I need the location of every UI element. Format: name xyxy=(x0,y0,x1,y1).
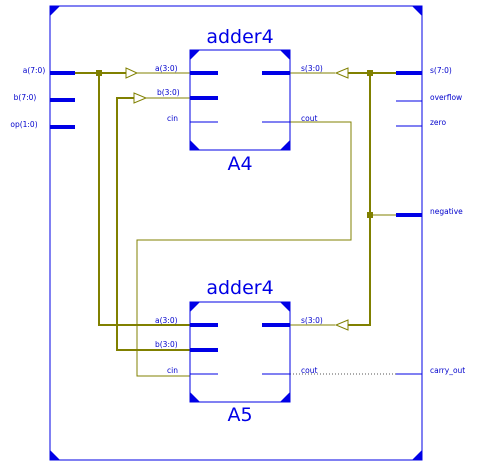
top-module[interactable] xyxy=(49,5,423,461)
input-label-op: op(1:0) xyxy=(10,120,37,129)
output-label-s: s(7:0) xyxy=(430,66,452,75)
instance-a5-port-a[interactable] xyxy=(190,323,218,327)
buffer-a-icon[interactable] xyxy=(125,67,139,79)
output-label-negative: negative xyxy=(430,207,463,216)
instance-a4-port-s-label: s(3:0) xyxy=(301,64,323,73)
instance-a4-corner-br xyxy=(280,140,290,150)
io-marker-negative[interactable] xyxy=(396,213,422,217)
junction-s xyxy=(367,70,373,76)
instance-a5-corner-tl xyxy=(190,302,200,312)
instance-a4-port-s[interactable] xyxy=(262,71,290,75)
instance-a5-type: adder4 xyxy=(206,277,273,299)
instance-a5-corner-tr xyxy=(280,302,290,312)
instance-a4-port-cout-label: cout xyxy=(301,114,317,123)
instance-a5[interactable]: adder4 a(3:0) b(3:0) cin s(3:0) cout A5 xyxy=(155,277,323,426)
instance-a5-port-s[interactable] xyxy=(262,323,290,327)
instance-a5-port-b-label: b(3:0) xyxy=(155,340,178,349)
junction-negative xyxy=(367,212,373,218)
instance-a4-corner-bl xyxy=(190,140,200,150)
net-s-bus-vertical[interactable] xyxy=(348,73,371,326)
net-b-bus-vertical[interactable] xyxy=(116,97,190,351)
instance-a4-port-b-label: b(3:0) xyxy=(157,88,180,97)
buffer-s-bottom-icon[interactable] xyxy=(334,319,349,331)
buffers xyxy=(125,67,349,331)
top-module-corner-tl xyxy=(50,6,60,16)
instance-a5-port-s-label: s(3:0) xyxy=(301,316,323,325)
top-module-border xyxy=(49,5,423,461)
output-label-overflow: overflow xyxy=(430,93,462,102)
io-marker-s[interactable] xyxy=(396,71,422,75)
instance-a5-corner-br xyxy=(280,392,290,402)
io-markers xyxy=(50,71,422,375)
net-carry-chain[interactable] xyxy=(136,121,352,377)
top-module-corner-br xyxy=(412,450,422,460)
instance-a4-corner-tr xyxy=(280,50,290,60)
instance-a4-port-a-label: a(3:0) xyxy=(155,64,178,73)
instance-a4-corner-tl xyxy=(190,50,200,60)
buffer-s-top-icon[interactable] xyxy=(334,67,349,79)
io-marker-a[interactable] xyxy=(50,71,75,75)
instance-a4[interactable]: adder4 a(3:0) b(3:0) cin s(3:0) cout A4 xyxy=(155,26,323,175)
instance-a5-name: A5 xyxy=(227,404,252,426)
top-module-corner-bl xyxy=(50,450,60,460)
instance-a4-name: A4 xyxy=(227,153,252,175)
instance-a4-type: adder4 xyxy=(206,26,273,48)
instance-a5-port-cin-label: cin xyxy=(167,366,178,375)
instance-a4-port-b[interactable] xyxy=(190,96,218,100)
junction-a xyxy=(96,70,102,76)
net-a-bus-vertical[interactable] xyxy=(98,73,190,326)
output-label-zero: zero xyxy=(430,118,446,127)
input-label-b: b(7:0) xyxy=(14,93,37,102)
buffer-b-icon[interactable] xyxy=(133,92,148,104)
output-label-carry-out: carry_out xyxy=(430,366,465,375)
input-label-a: a(7:0) xyxy=(23,66,46,75)
io-marker-op[interactable] xyxy=(50,125,75,129)
instance-a5-port-cout-label: cout xyxy=(301,366,317,375)
instance-a4-port-cin-label: cin xyxy=(167,114,178,123)
top-module-corner-tr xyxy=(412,6,422,16)
instance-a5-corner-bl xyxy=(190,392,200,402)
instance-a5-port-a-label: a(3:0) xyxy=(155,316,178,325)
nets xyxy=(75,72,396,377)
junctions xyxy=(96,70,373,218)
io-marker-b[interactable] xyxy=(50,98,75,102)
instance-a5-port-b[interactable] xyxy=(190,348,218,352)
instance-a4-port-a[interactable] xyxy=(190,71,218,75)
